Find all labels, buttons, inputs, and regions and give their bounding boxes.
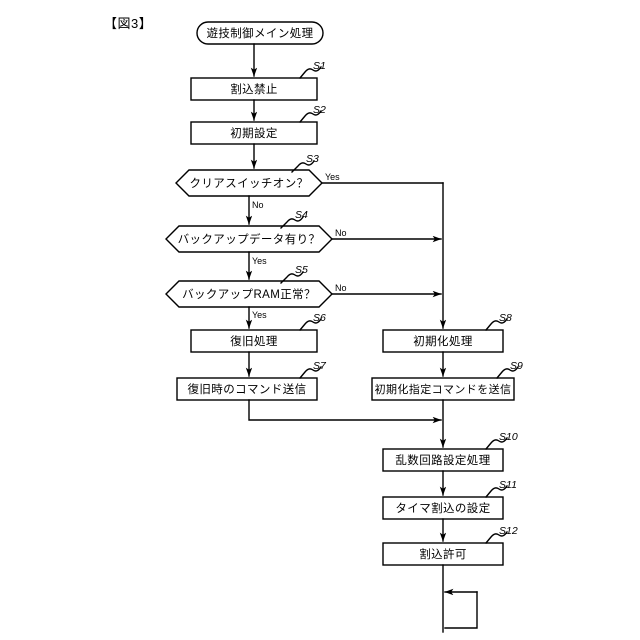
edge-loop-back xyxy=(444,591,478,629)
node-s8-shape xyxy=(382,329,504,353)
node-s2-shape xyxy=(190,121,318,145)
step-tag-s3: S3 xyxy=(306,153,319,165)
step-tag-s6: S6 xyxy=(313,312,326,324)
leader-s5 xyxy=(280,271,304,284)
leader-s7 xyxy=(299,366,322,379)
step-tag-s9: S9 xyxy=(510,360,523,372)
step-tag-s11: S11 xyxy=(499,479,517,491)
node-s7-shape xyxy=(176,377,318,401)
step-tag-s1: S1 xyxy=(313,60,326,72)
step-tag-s5: S5 xyxy=(295,264,308,276)
node-s10-shape xyxy=(382,448,504,472)
leader-s11 xyxy=(485,485,508,498)
node-s11-shape xyxy=(382,496,504,520)
node-s1-shape xyxy=(190,77,318,101)
node-start-shape xyxy=(196,21,324,45)
step-tag-s2: S2 xyxy=(313,104,326,116)
edge-label-s3-yes: Yes xyxy=(325,172,340,182)
step-tag-s12: S12 xyxy=(499,525,518,537)
leader-s12 xyxy=(485,531,508,544)
edge-label-s5-yes: Yes xyxy=(252,310,267,320)
node-s3-shape xyxy=(175,169,323,197)
leader-s1 xyxy=(299,66,322,79)
leader-s4 xyxy=(280,216,304,229)
step-tag-s10: S10 xyxy=(499,431,518,443)
step-tag-s7: S7 xyxy=(313,360,326,372)
edge-s7-to-trunk xyxy=(248,399,442,424)
edge-label-s4-no: No xyxy=(335,228,347,238)
node-s4-shape xyxy=(165,225,333,253)
leader-s9 xyxy=(496,366,519,379)
node-s6-shape xyxy=(190,329,318,353)
leader-s2 xyxy=(299,110,322,123)
node-s5-shape xyxy=(165,280,333,308)
edge-label-s4-yes: Yes xyxy=(252,256,267,266)
edge-label-s3-no: No xyxy=(252,200,264,210)
leader-s10 xyxy=(485,437,508,450)
leader-s8 xyxy=(485,318,508,331)
node-s9-shape xyxy=(371,377,515,401)
edge-label-s5-no: No xyxy=(335,283,347,293)
step-tag-s8: S8 xyxy=(499,312,512,324)
figure-label: 【図3】 xyxy=(104,16,153,31)
leader-s3 xyxy=(291,160,315,173)
node-s12-shape xyxy=(382,542,504,566)
leader-s6 xyxy=(299,318,322,331)
step-tag-s4: S4 xyxy=(295,209,308,221)
